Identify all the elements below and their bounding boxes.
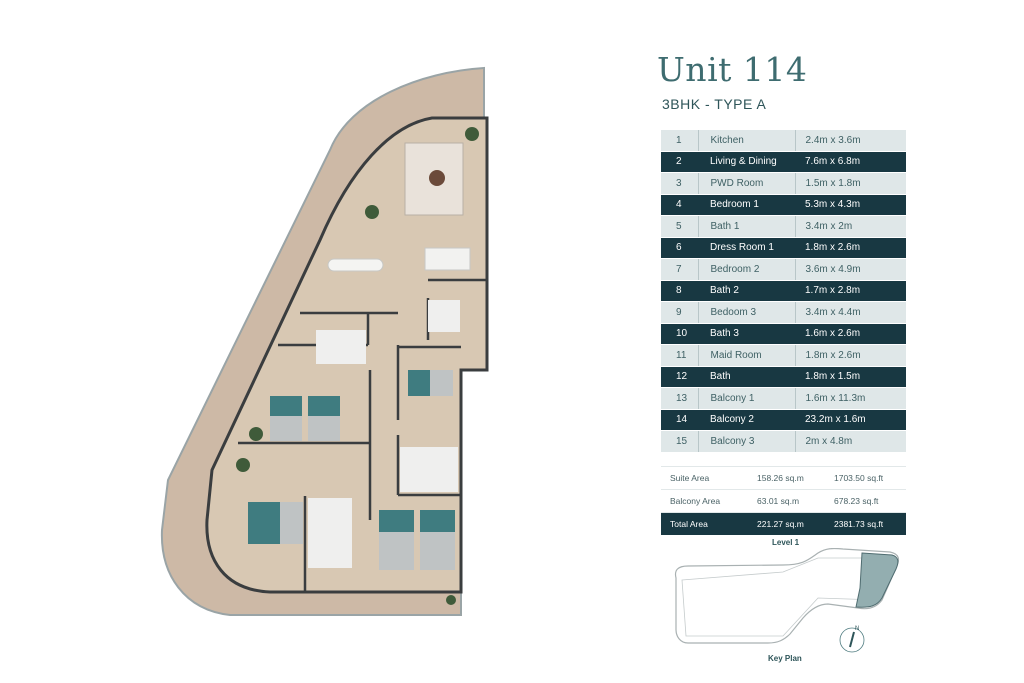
kitchen-island bbox=[327, 258, 384, 272]
room-name: Kitchen bbox=[698, 130, 796, 152]
room-number: 12 bbox=[661, 366, 698, 388]
room-name: Bath 2 bbox=[698, 280, 795, 302]
room-number: 7 bbox=[661, 258, 699, 281]
walls bbox=[238, 278, 487, 592]
area-sqft: 1703.50 sq.ft bbox=[825, 466, 906, 490]
room-name: Bedoom 3 bbox=[698, 301, 796, 324]
room-dimensions: 1.8m x 1.5m bbox=[795, 366, 906, 388]
area-label: Total Area bbox=[661, 512, 749, 535]
bath-fixture bbox=[428, 300, 460, 332]
room-number: 10 bbox=[661, 323, 698, 345]
room-dimensions: 3.6m x 4.9m bbox=[795, 258, 906, 281]
bath-fixture bbox=[400, 447, 458, 492]
room-name: Bedroom 1 bbox=[698, 194, 795, 216]
room-number: 9 bbox=[661, 301, 699, 324]
room-dimensions: 2.4m x 3.6m bbox=[795, 130, 906, 152]
room-name: Bath bbox=[698, 366, 795, 388]
room-name: Balcony 3 bbox=[698, 430, 796, 453]
room-dimensions: 1.6m x 11.3m bbox=[795, 387, 906, 410]
beds bbox=[248, 370, 455, 570]
room-number: 8 bbox=[661, 280, 698, 302]
area-sqm: 63.01 sq.m bbox=[749, 489, 825, 513]
area-sqft: 678.23 sq.ft bbox=[825, 489, 906, 513]
room-number: 14 bbox=[661, 409, 698, 431]
room-name: Balcony 2 bbox=[698, 409, 795, 431]
unit-highlight bbox=[855, 552, 899, 608]
room-number: 2 bbox=[661, 151, 698, 173]
key-plan-caption: Key Plan bbox=[768, 654, 802, 663]
room-name: Dress Room 1 bbox=[698, 237, 795, 259]
key-plan-diagram: N bbox=[674, 548, 900, 653]
north-compass bbox=[839, 627, 865, 653]
room-name: Bath 1 bbox=[698, 215, 796, 238]
room-number: 5 bbox=[661, 215, 699, 238]
room-number: 1 bbox=[661, 130, 699, 152]
area-label: Suite Area bbox=[661, 466, 749, 490]
room-dimensions: 23.2m x 1.6m bbox=[795, 409, 906, 431]
room-dimensions: 2m x 4.8m bbox=[795, 430, 906, 453]
unit-title: Unit 114 bbox=[657, 50, 808, 89]
north-label: N bbox=[855, 626, 859, 632]
room-dimensions: 3.4m x 4.4m bbox=[795, 301, 906, 324]
dining-table bbox=[424, 247, 471, 271]
room-dimensions: 3.4m x 2m bbox=[795, 215, 906, 238]
room-name: Maid Room bbox=[698, 344, 796, 367]
room-dimensions: 1.6m x 2.6m bbox=[795, 323, 906, 345]
room-number: 13 bbox=[661, 387, 699, 410]
area-sqm: 158.26 sq.m bbox=[749, 466, 825, 490]
area-sqft: 2381.73 sq.ft bbox=[825, 512, 906, 535]
level-label: Level 1 bbox=[772, 538, 800, 547]
room-dimensions: 1.8m x 2.6m bbox=[795, 344, 906, 367]
room-dimensions: 1.5m x 1.8m bbox=[795, 172, 906, 195]
room-name: Balcony 1 bbox=[698, 387, 796, 410]
room-number: 4 bbox=[661, 194, 698, 216]
unit-type: 3BHK - TYPE A bbox=[662, 96, 767, 112]
room-number: 3 bbox=[661, 172, 699, 195]
room-name: Living & Dining bbox=[698, 151, 795, 173]
room-dimensions: 1.8m x 2.6m bbox=[795, 237, 906, 259]
room-dimensions: 7.6m x 6.8m bbox=[795, 151, 906, 173]
room-dimensions: 1.7m x 2.8m bbox=[795, 280, 906, 302]
room-number: 6 bbox=[661, 237, 698, 259]
coffee-table bbox=[429, 170, 445, 186]
area-sqm: 221.27 sq.m bbox=[749, 512, 825, 535]
room-name: PWD Room bbox=[698, 172, 796, 195]
room-number: 11 bbox=[661, 344, 699, 367]
room-name: Bedroom 2 bbox=[698, 258, 796, 281]
room-dimensions: 5.3m x 4.3m bbox=[795, 194, 906, 216]
room-name: Bath 3 bbox=[698, 323, 795, 345]
room-number: 15 bbox=[661, 430, 699, 453]
bath-fixture bbox=[316, 330, 366, 364]
plants bbox=[236, 127, 479, 605]
area-label: Balcony Area bbox=[661, 489, 749, 513]
bath-fixture bbox=[308, 498, 352, 568]
